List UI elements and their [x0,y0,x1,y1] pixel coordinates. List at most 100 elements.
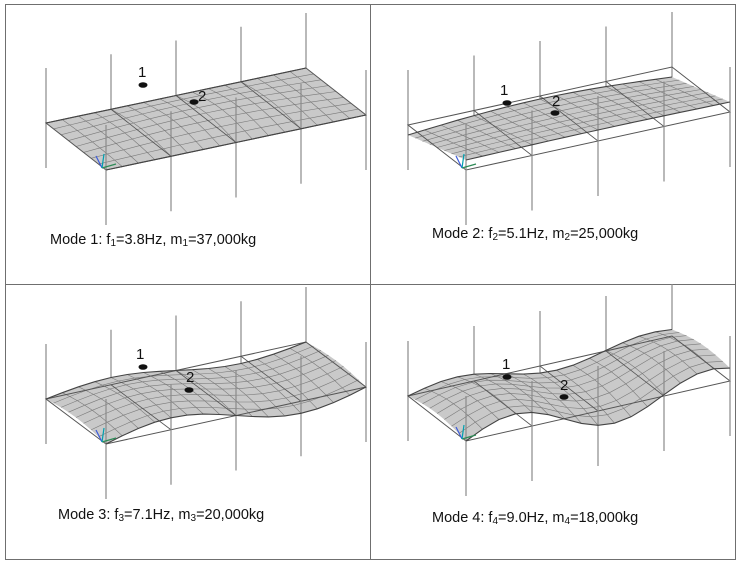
mode-4-caption: Mode 4: f4=9.0Hz, m4=18,000kg [432,510,639,527]
axis-y-icon [455,426,463,440]
slab-back-edge [407,76,673,136]
grid-divider-horizontal [6,284,735,285]
measurement-point-label-2: 2 [560,377,568,394]
slab-mesh-line [556,369,615,424]
grid-beam-line [473,110,533,156]
mode-4-shape-diagram: 12 [406,284,732,496]
axis-y-icon [95,155,103,169]
axis-x-icon [101,437,117,443]
slab-mesh-line [192,91,253,140]
axis-z-icon [461,424,465,440]
slab-mesh-line [289,71,350,119]
slab-mesh-line [62,119,123,167]
measurement-point-1 [138,364,148,370]
slab-mesh-line [175,95,237,143]
slab-front-edge [465,101,731,161]
axis-y-icon [95,429,103,443]
grid-beam-line [605,350,665,397]
mode-1-caption: Mode 1: f1=3.8Hz, m1=37,000kg [50,232,257,249]
slab-mesh-line [589,89,648,120]
slab-mesh-line [638,81,698,110]
slab-mesh-line [192,369,253,417]
slab-mesh-line [638,335,698,375]
slab-mesh-line [622,342,681,384]
slab-mesh-line [506,373,566,420]
slab-mesh-line [424,129,483,157]
measurement-point-label-1: 1 [500,82,508,99]
grid-beam-line [539,95,599,142]
measurement-point-1 [502,374,512,380]
measurement-point-2 [559,394,569,400]
grid-beam-line [539,365,599,412]
slab-mesh-line [289,348,351,396]
slab-mesh-line [523,102,582,134]
measurement-point-1 [138,82,148,88]
slab-mesh-line [143,372,204,415]
slab-mesh-line [473,115,533,146]
measurement-point-label-1: 1 [138,64,146,81]
slab-mesh-line [572,92,632,124]
mode-2-shape-diagram: 12 [406,12,732,225]
axis-x-icon [461,163,477,169]
axis-x-icon [461,434,477,440]
slab-mesh-line [490,110,549,142]
axis-y-icon [455,155,463,169]
measurement-point-label-1: 1 [136,346,144,363]
slab-mesh-line [240,81,302,130]
grid-beam-line [110,108,172,157]
slab-mesh-line [605,86,665,117]
slab-mesh-line [78,115,139,164]
slab-mesh-line [539,98,599,131]
slab-mesh-line [208,88,269,136]
mode-3-shape-diagram: 12 [44,287,368,499]
grid-beam-line [240,355,302,402]
slab-mesh-line [273,353,334,403]
mode-3-caption: Mode 3: f3=7.1Hz, m3=20,000kg [58,507,265,524]
slab-mesh-line [622,83,681,113]
deformed-slab-surface [408,329,730,441]
slab-back-edge [45,67,307,124]
slab-mesh-line [273,74,334,123]
grid-beam-line [175,95,237,143]
slab-back-edge [407,328,673,397]
mode-shape-grid [5,4,736,560]
measurement-point-1 [502,100,512,106]
grid-beam-line [240,81,302,130]
slab-mesh-line [127,105,188,154]
slab-front-edge [105,386,367,445]
slab-mesh-line [457,119,516,149]
mode-1-shape-diagram: 12 [44,13,368,225]
slab-mesh-line [440,124,500,153]
slab-mesh-line [257,359,318,410]
measurement-point-label-2: 2 [198,88,206,105]
slab-mesh-line [556,95,615,127]
grid-beam-line [110,384,172,431]
slab-mesh-line [208,368,269,418]
grid-divider-vertical [370,5,371,559]
measurement-point-2 [184,387,194,393]
slab-mesh-line [94,112,156,160]
axis-z-icon [461,153,465,169]
slab-mesh-line [159,98,221,147]
slab-mesh-line [589,357,648,407]
slab-mesh-line [78,386,139,429]
slab-mesh-line [490,373,549,415]
slab-mesh-line [506,106,566,138]
axis-z-icon [101,427,105,443]
slab-mesh-line [224,84,286,133]
measurement-point-2 [189,99,199,105]
mode-2-caption: Mode 2: f2=5.1Hz, m2=25,000kg [432,226,639,243]
slab-mesh-line [257,78,318,126]
slab-mesh-line [143,102,204,150]
slab-mesh-line [440,381,500,420]
measurement-point-label-2: 2 [186,369,194,386]
slab-front-edge [465,367,731,442]
measurement-point-label-2: 2 [552,93,560,110]
slab-mesh-line [424,387,483,430]
slab-mesh-line [473,373,533,413]
slab-back-edge [45,341,307,400]
